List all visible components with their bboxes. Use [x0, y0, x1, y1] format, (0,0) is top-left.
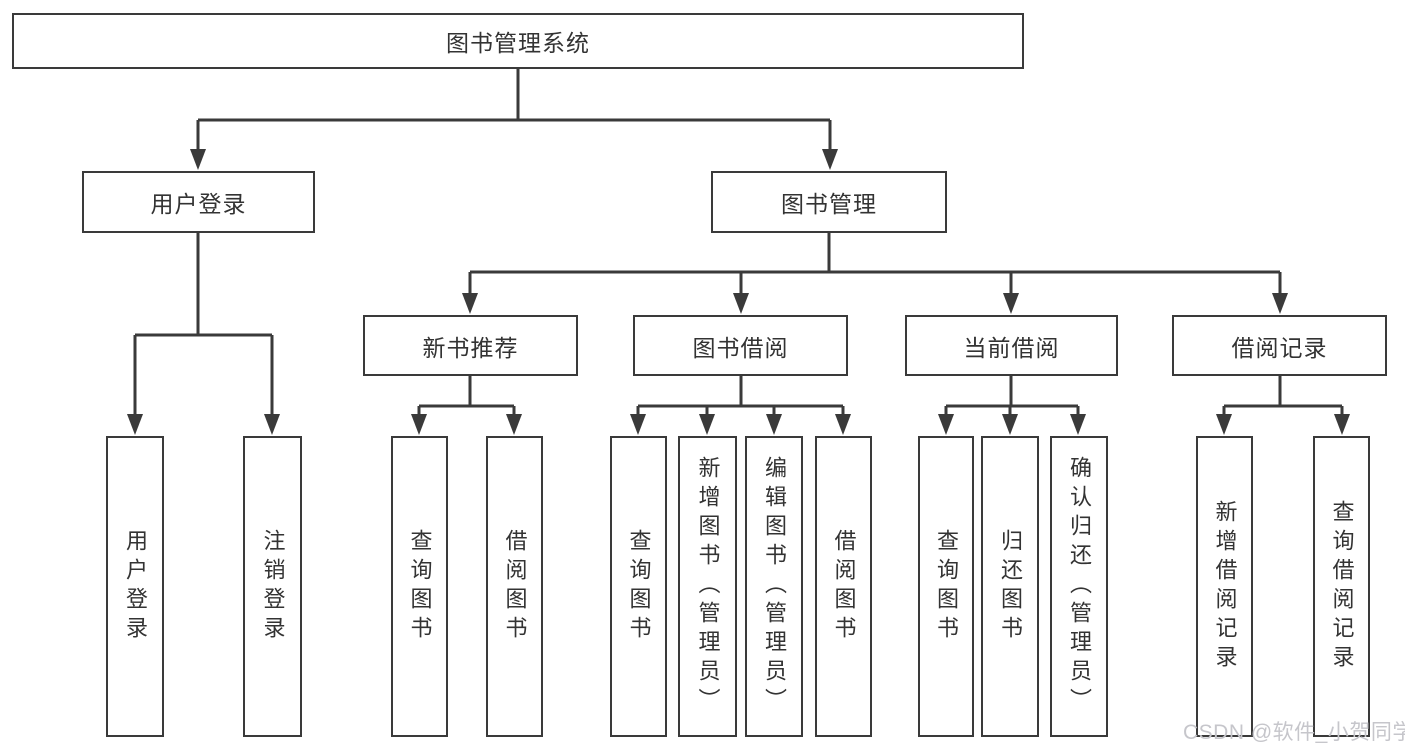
leaf-logout: 注销登录	[243, 436, 302, 737]
leaf-records-query-record: 查询借阅记录	[1313, 436, 1370, 737]
node-borrowing-records: 借阅记录	[1172, 315, 1387, 376]
node-new-book-recommend: 新书推荐	[363, 315, 578, 376]
leaf-newbook-borrow-books: 借阅图书	[486, 436, 543, 737]
leaf-current-query-books: 查询图书	[918, 436, 974, 737]
leaf-user-login: 用户登录	[106, 436, 164, 737]
leaf-newbook-query-books: 查询图书	[391, 436, 448, 737]
leaf-borrowing-edit-books-admin: 编辑图书（管理员）	[745, 436, 803, 737]
leaf-current-return-books: 归还图书	[981, 436, 1039, 737]
node-book-management: 图书管理	[711, 171, 947, 233]
node-root: 图书管理系统	[12, 13, 1024, 69]
node-user-login: 用户登录	[82, 171, 315, 233]
node-current-borrowing: 当前借阅	[905, 315, 1118, 376]
leaf-records-add-record: 新增借阅记录	[1196, 436, 1253, 737]
leaf-current-confirm-return-admin: 确认归还（管理员）	[1050, 436, 1108, 737]
leaf-borrowing-add-books-admin: 新增图书（管理员）	[678, 436, 737, 737]
leaf-borrowing-query-books: 查询图书	[610, 436, 667, 737]
node-book-borrowing: 图书借阅	[633, 315, 848, 376]
csdn-watermark: CSDN @软件_小贺同学	[1183, 721, 1405, 744]
leaf-borrowing-borrow-books: 借阅图书	[815, 436, 872, 737]
